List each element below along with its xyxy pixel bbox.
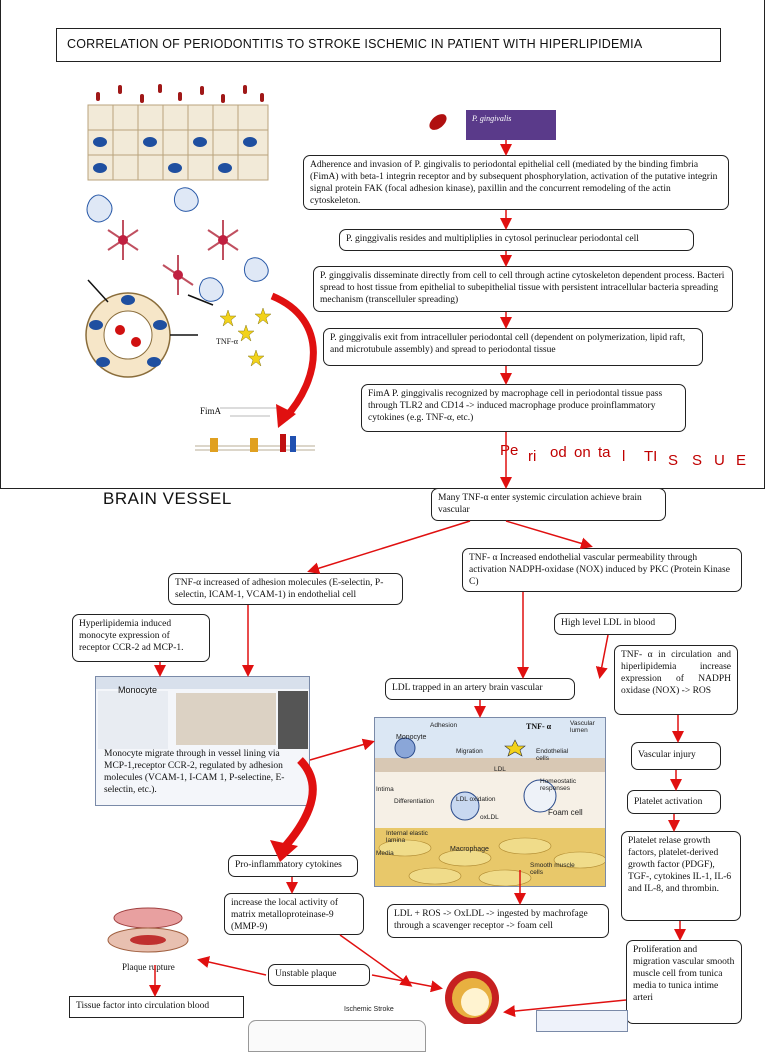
step-growth-factors: Platelet relase growth factors, platelet… [621, 831, 741, 921]
step-tnf-hyperlipidemia: TNF- α in circulation and hiperlipidemia… [614, 645, 738, 715]
vessel-label-endothelial: Endothelial cells [536, 748, 569, 762]
vessel-figure [374, 717, 606, 887]
step-adherence: Adherence and invasion of P. gingivalis … [303, 155, 729, 210]
step-exit: P. ginggivalis exit from intracelluler p… [323, 328, 703, 366]
ischemic-stroke-label: Ischemic Stroke [344, 1006, 394, 1013]
vessel-label-intima: Intima [376, 786, 394, 793]
screenshot-right [278, 691, 308, 749]
step-adhesion-molecules: TNF-α increased of adhesion molecules (E… [168, 573, 403, 605]
step-plaque-rupture: Plaque rupture [122, 962, 175, 972]
step-foam-cell: LDL + ROS -> OxLDL -> ingested by machro… [387, 904, 609, 938]
vessel-label-migration: Migration [456, 748, 483, 755]
signalling-mini-diagram [190, 398, 320, 462]
tnf-alpha-label: TNF-α [216, 337, 238, 346]
step-permeability: TNF- α Increased endothelial vascular pe… [462, 548, 742, 592]
ischemic-stroke-panel [248, 1020, 426, 1052]
vessel-label-macrophage: Macrophage [450, 846, 489, 853]
vessel-label-monocyte: Monocyte [396, 734, 427, 741]
step-ldl-trapped: LDL trapped in an artery brain vascular [385, 678, 575, 700]
step-high-ldl: High level LDL in blood [554, 613, 676, 635]
step-disseminate: P. ginggivalis disseminate directly from… [313, 266, 733, 312]
periodontal-panel-frame [0, 0, 765, 489]
vessel-label-lumen: Vascular lumen [570, 720, 595, 734]
artery-cross-section [442, 966, 502, 1024]
vessel-label-adhesion: Adhesion [430, 722, 458, 729]
step-resides: P. ginggivalis resides and multipliplies… [339, 229, 694, 251]
vessel-label-ldl: LDL [494, 766, 506, 773]
step-hyperlipidemia: Hyperlipidemia induced monocyte expressi… [72, 614, 210, 662]
vessel-label-smooth-muscle: Smooth muscle cells [530, 862, 575, 876]
screenshot-toolbar [96, 677, 309, 689]
vessel-label-oxldl: oxLDL [480, 814, 499, 821]
vessel-label-differentiation: Differentiation [394, 798, 434, 805]
pathogen-label: P. gingivalis [472, 114, 512, 123]
vessel-label-ldl-oxidation: LDL oxidation [456, 796, 496, 803]
step-unstable-plaque: Unstable plaque [268, 964, 370, 986]
page-title: CORRELATION OF PERIODONTITIS TO STROKE I… [56, 28, 721, 62]
step-fima-recognized: FimA P. ginggivalis recognized by macrop… [361, 384, 686, 432]
step-proinflammatory: Pro-inflammatory cytokines [228, 855, 358, 877]
screenshot-image [176, 693, 276, 745]
screenshot-monocyte-label: Monocyte [118, 685, 158, 695]
fima-label: FimA [200, 406, 222, 416]
vessel-label-homeostatic: Homeostatic responses [540, 778, 577, 792]
pathogen-label-box: P. gingivalis [466, 110, 556, 140]
step-mmp9: increase the local activity of matrix me… [224, 893, 364, 935]
step-tnf-circulation: Many TNF-α enter systemic circulation ac… [431, 488, 666, 521]
vessel-tnf-label: TNF- α [526, 722, 552, 731]
step-monocyte-migrate: Monocyte migrate through in vessel linin… [104, 749, 285, 795]
vessel-label-media: Media [376, 850, 394, 857]
step-vascular-injury: Vascular injury [631, 742, 721, 770]
flow-arrows [149, 140, 686, 1018]
bacterium-icon [426, 110, 450, 134]
vessel-label-foam-cell: Foam cell [548, 808, 583, 817]
brain-vessel-heading: BRAIN VESSEL [103, 489, 232, 508]
step-platelet-activation: Platelet activation [627, 790, 721, 814]
screenshot-sidebar [98, 691, 168, 749]
monocyte-screenshot: Monocyte Monocyte migrate through in ves… [95, 676, 310, 806]
plaque-rupture-image [98, 900, 198, 960]
periodontal-illustration [78, 80, 298, 400]
vessel-label-elastic: Internal elastic lamina [386, 830, 428, 844]
